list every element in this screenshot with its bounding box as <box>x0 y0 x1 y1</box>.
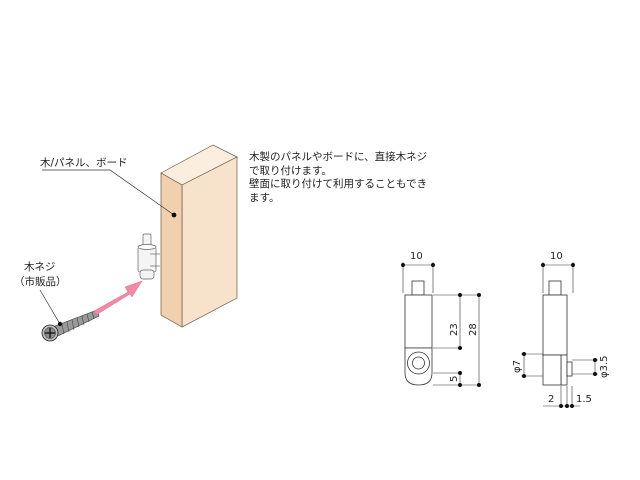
dim-depth-2: 2 <box>548 394 554 405</box>
dim-height-5: 5 <box>449 376 460 382</box>
side-view-dim-dots <box>522 263 597 408</box>
panel-pointer-dot <box>171 212 177 218</box>
direction-arrow <box>93 280 143 316</box>
description-line: 木製のパネルやボードに、直接木ネジ <box>249 151 428 163</box>
panel-label: 木/パネル、ボード <box>40 157 128 169</box>
board-front-face <box>181 156 238 328</box>
dim-height-23: 23 <box>449 323 460 336</box>
dim-dia-7: φ7 <box>512 360 523 373</box>
dim-height-28: 28 <box>468 323 479 336</box>
leader-lines <box>39 169 175 325</box>
dim-dia-3-5: φ3.5 <box>599 356 610 379</box>
side-view-drawing <box>542 280 573 386</box>
dim-side-width: 10 <box>550 251 563 262</box>
screw-label: 木ネジ <box>24 261 56 273</box>
description-text: 木製のパネルやボードに、直接木ネジ で取り付けます。 壁面に取り付けて利用するこ… <box>249 151 459 205</box>
description-line: 壁面に取り付けて利用することもでき <box>249 178 428 190</box>
bracket-part <box>137 233 160 280</box>
screw-pointer-dot <box>57 321 63 327</box>
dim-depth-1-5: 1.5 <box>576 394 592 405</box>
screw-label-sub: （市販品） <box>14 275 67 288</box>
front-view-dim-dots <box>401 263 481 387</box>
wooden-board <box>160 144 238 328</box>
description-line: ます。 <box>249 191 280 204</box>
front-view-drawing <box>404 280 433 386</box>
wood-screw-icon <box>41 309 100 342</box>
board-side-face <box>160 172 183 328</box>
dim-front-width: 10 <box>410 251 423 262</box>
description-line: で取り付けます。 <box>249 164 332 177</box>
